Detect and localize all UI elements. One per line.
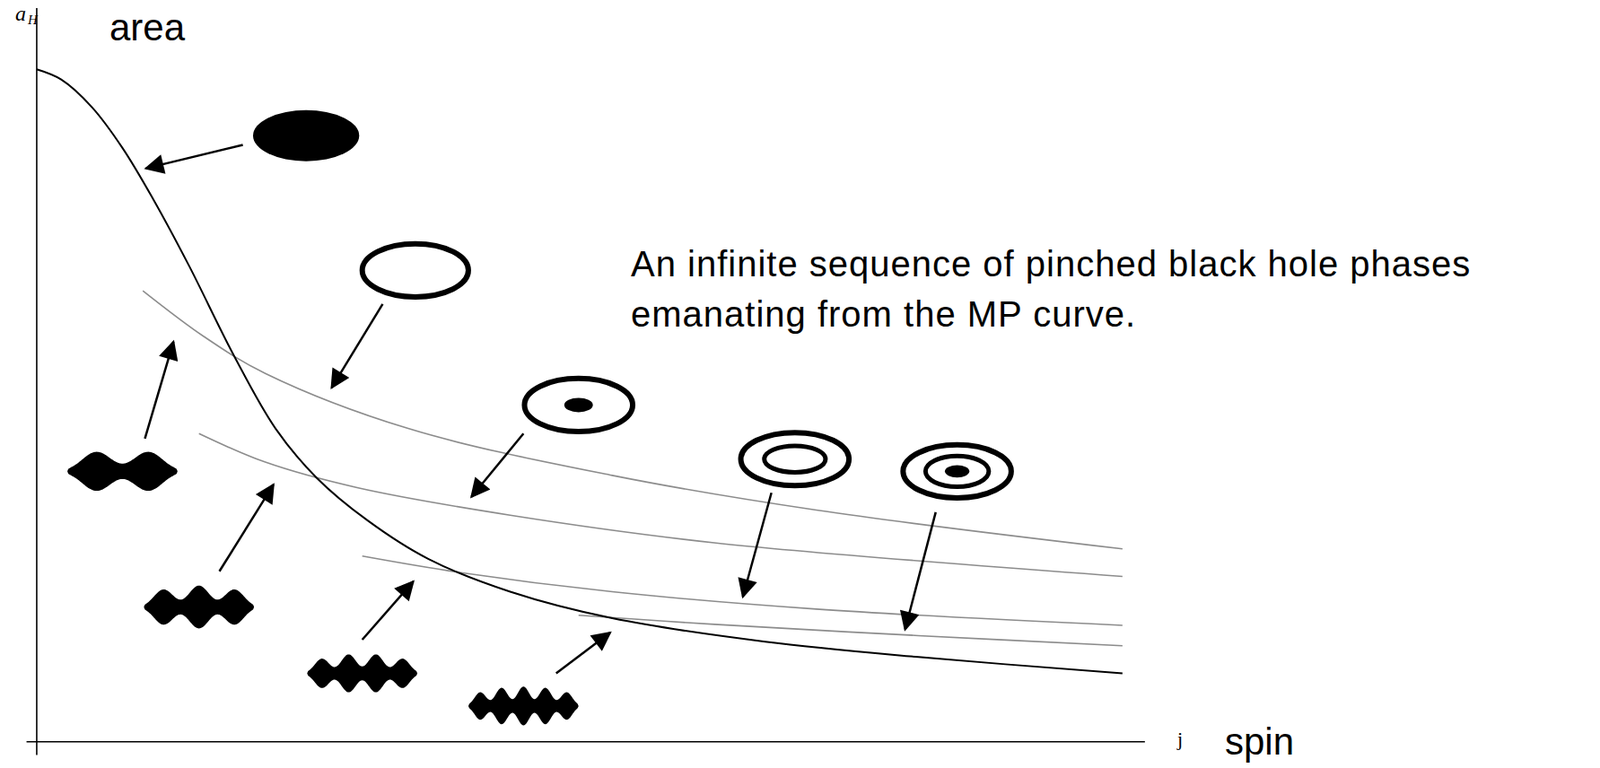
di-ring-saturn-icon xyxy=(944,465,970,479)
pinched-black-hole-icon xyxy=(67,452,178,492)
di-ring-saturn-icon xyxy=(902,445,1012,499)
pointer-arrow xyxy=(146,144,244,168)
pinched-phase-curve xyxy=(362,556,1123,626)
axis-symbol: a xyxy=(15,1,27,26)
axes xyxy=(26,8,1146,755)
x-axis xyxy=(26,741,1146,744)
pinched-black-hole-icon xyxy=(306,654,418,692)
pointer-arrow xyxy=(556,632,611,674)
black-hole-icon xyxy=(253,110,359,162)
pinched-phase-curve xyxy=(199,433,1123,577)
pinched-black-hole-icon xyxy=(143,585,254,630)
note: An infinite sequence of pinched black ho… xyxy=(630,238,1592,340)
pointer-arrow xyxy=(743,492,772,597)
pointer-arrow xyxy=(362,581,414,640)
di-ring-icon xyxy=(764,445,826,473)
mp-curve xyxy=(36,69,1123,674)
di-ring-saturn-icon xyxy=(925,455,989,487)
axis-title: spin xyxy=(1224,721,1294,763)
pointer-arrow xyxy=(332,304,384,388)
black-ring-icon xyxy=(362,244,469,298)
axis-symbol: j xyxy=(1177,728,1183,751)
pinched-phase-curve xyxy=(578,615,1123,647)
di-ring-icon xyxy=(741,432,850,486)
pinched-black-hole-icon xyxy=(468,686,579,726)
pointer-arrow xyxy=(471,433,524,498)
pointer-arrow xyxy=(905,512,936,630)
black-saturn-icon xyxy=(524,378,633,432)
axis-subscript: H xyxy=(27,12,38,28)
pointer-arrow xyxy=(144,341,174,439)
pointer-arrow xyxy=(218,484,273,572)
axis-title: area xyxy=(109,7,185,49)
y-axis xyxy=(35,8,38,755)
black-saturn-icon xyxy=(564,397,594,412)
